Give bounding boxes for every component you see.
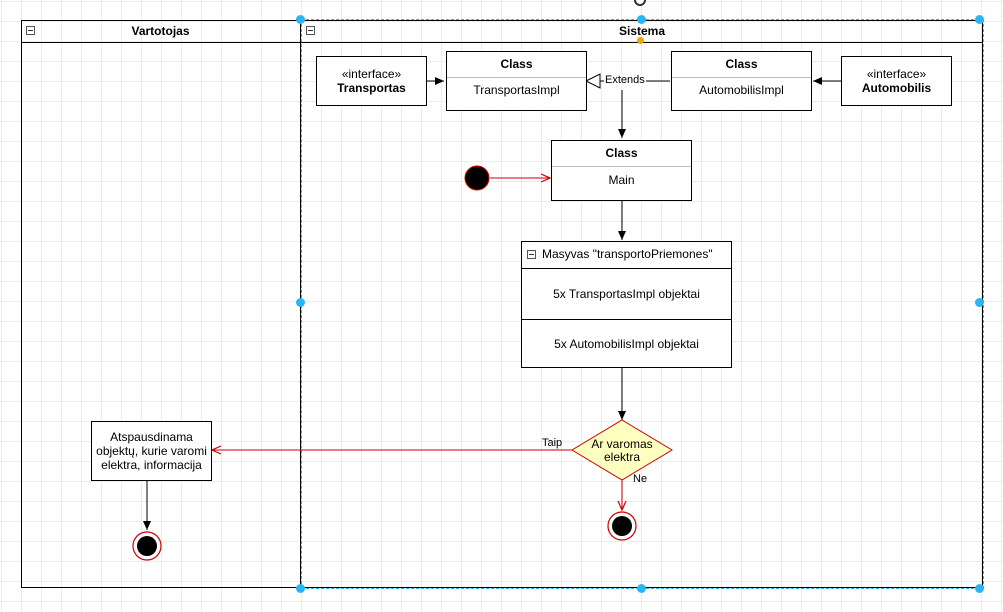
class-header: Class	[552, 141, 691, 167]
decision-line: Ar varomas	[591, 437, 653, 451]
array-row[interactable]: 5x TransportasImpl objektai	[522, 269, 731, 320]
print-action[interactable]: Atspausdinama objektų, kurie varomi elek…	[91, 421, 212, 481]
transportasimpl-class[interactable]: Class TransportasImpl	[446, 51, 587, 111]
extends-label: Extends	[604, 74, 646, 86]
decision-label[interactable]: Ar varomas elektra	[582, 438, 662, 464]
class-name: AutomobilisImpl	[699, 83, 784, 97]
array-row[interactable]: 5x AutomobilisImpl objektai	[522, 320, 731, 369]
yes-label: Taip	[542, 437, 563, 449]
collapse-icon[interactable]	[306, 26, 315, 35]
extends-triangle	[584, 73, 601, 89]
array-row-text: 5x AutomobilisImpl objektai	[554, 337, 699, 351]
interface-name: Transportas	[337, 81, 406, 95]
collapse-icon[interactable]	[527, 250, 536, 259]
array-title: Masyvas "transportoPriemones"	[542, 247, 713, 261]
resize-handle-ne[interactable]	[975, 15, 984, 24]
resize-handle-nw[interactable]	[296, 15, 305, 24]
interface-name: Automobilis	[861, 81, 932, 95]
print-line: Atspausdinama	[110, 430, 193, 444]
label-handle[interactable]	[637, 37, 644, 44]
lane-vartotojas-header[interactable]: Vartotojas	[21, 20, 301, 43]
stereotype: «interface»	[866, 67, 927, 81]
main-class[interactable]: Class Main	[551, 140, 692, 201]
array-row-text: 5x TransportasImpl objektai	[553, 287, 700, 301]
array-container[interactable]: Masyvas "transportoPriemones" 5x Transpo…	[521, 241, 732, 368]
collapse-icon[interactable]	[26, 26, 35, 35]
rotate-handle-icon[interactable]	[634, 0, 646, 6]
initial-node	[464, 165, 490, 191]
print-line: elektra, informacija	[101, 458, 202, 472]
automobilisimpl-class[interactable]: Class AutomobilisImpl	[671, 51, 812, 111]
final-node-dot	[137, 536, 157, 556]
stereotype: «interface»	[341, 67, 402, 81]
resize-handle-n[interactable]	[637, 15, 646, 24]
lane-title: Vartotojas	[131, 24, 190, 38]
class-name: TransportasImpl	[473, 83, 560, 97]
decision-diamond	[571, 419, 673, 481]
resize-handle-sw[interactable]	[296, 584, 305, 593]
decision-line: elektra	[603, 450, 641, 464]
class-header: Class	[672, 52, 811, 78]
class-name: Main	[608, 173, 635, 187]
resize-handle-w[interactable]	[296, 298, 305, 307]
resize-handle-e[interactable]	[975, 298, 984, 307]
class-header: Class	[447, 52, 586, 78]
array-header: Masyvas "transportoPriemones"	[522, 242, 731, 269]
no-label: Ne	[633, 473, 648, 485]
resize-handle-se[interactable]	[975, 584, 984, 593]
lane-title: Sistema	[618, 24, 666, 38]
resize-handle-s[interactable]	[637, 584, 646, 593]
automobilis-interface[interactable]: «interface» Automobilis	[841, 56, 952, 106]
transportas-interface[interactable]: «interface» Transportas	[316, 56, 427, 106]
final-node-dot	[612, 516, 632, 536]
print-line: objektų, kurie varomi	[96, 444, 207, 458]
